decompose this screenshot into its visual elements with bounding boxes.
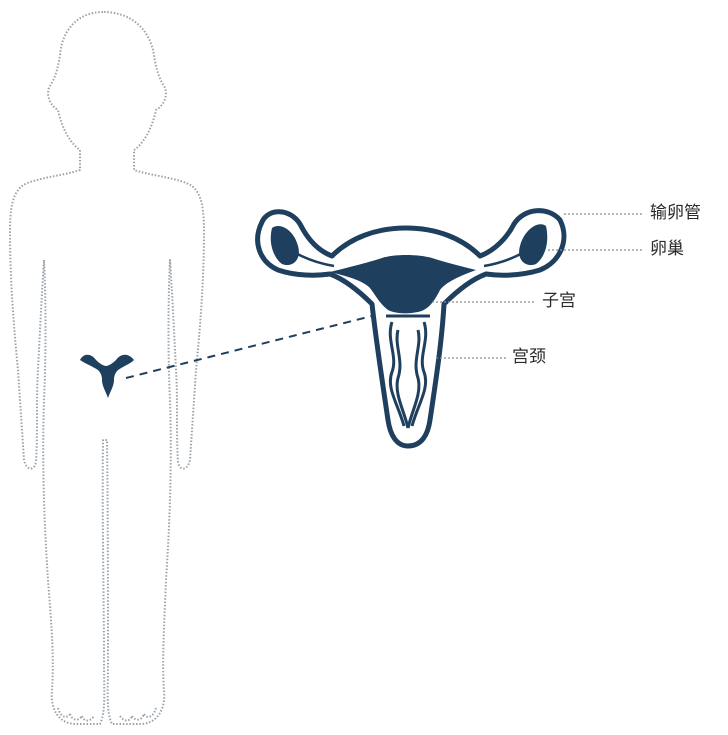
large-uterus-diagram [258, 211, 564, 446]
label-uterus: 子宫 [542, 293, 576, 310]
label-ovary: 卵巢 [650, 241, 684, 258]
uterus-outline [258, 211, 564, 446]
label-cervix: 宫颈 [512, 349, 546, 366]
label-fallopian-tube: 输卵管 [650, 205, 701, 222]
connector-line [126, 316, 372, 378]
small-uterus-icon [80, 355, 134, 398]
